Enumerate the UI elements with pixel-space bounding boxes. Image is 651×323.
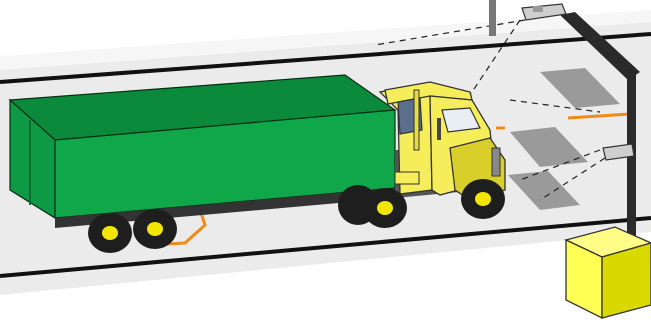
cab-grille (492, 148, 500, 176)
roadside-cabinet (566, 227, 651, 318)
background-pole (489, 0, 496, 36)
wheel (363, 188, 407, 228)
cab-step (395, 172, 419, 184)
wheel (461, 179, 505, 219)
wheel (133, 209, 177, 249)
cabinet-side (602, 243, 651, 318)
cab-mirror (437, 118, 441, 140)
cab-exhaust-stack (414, 90, 419, 150)
wheel (88, 213, 132, 253)
